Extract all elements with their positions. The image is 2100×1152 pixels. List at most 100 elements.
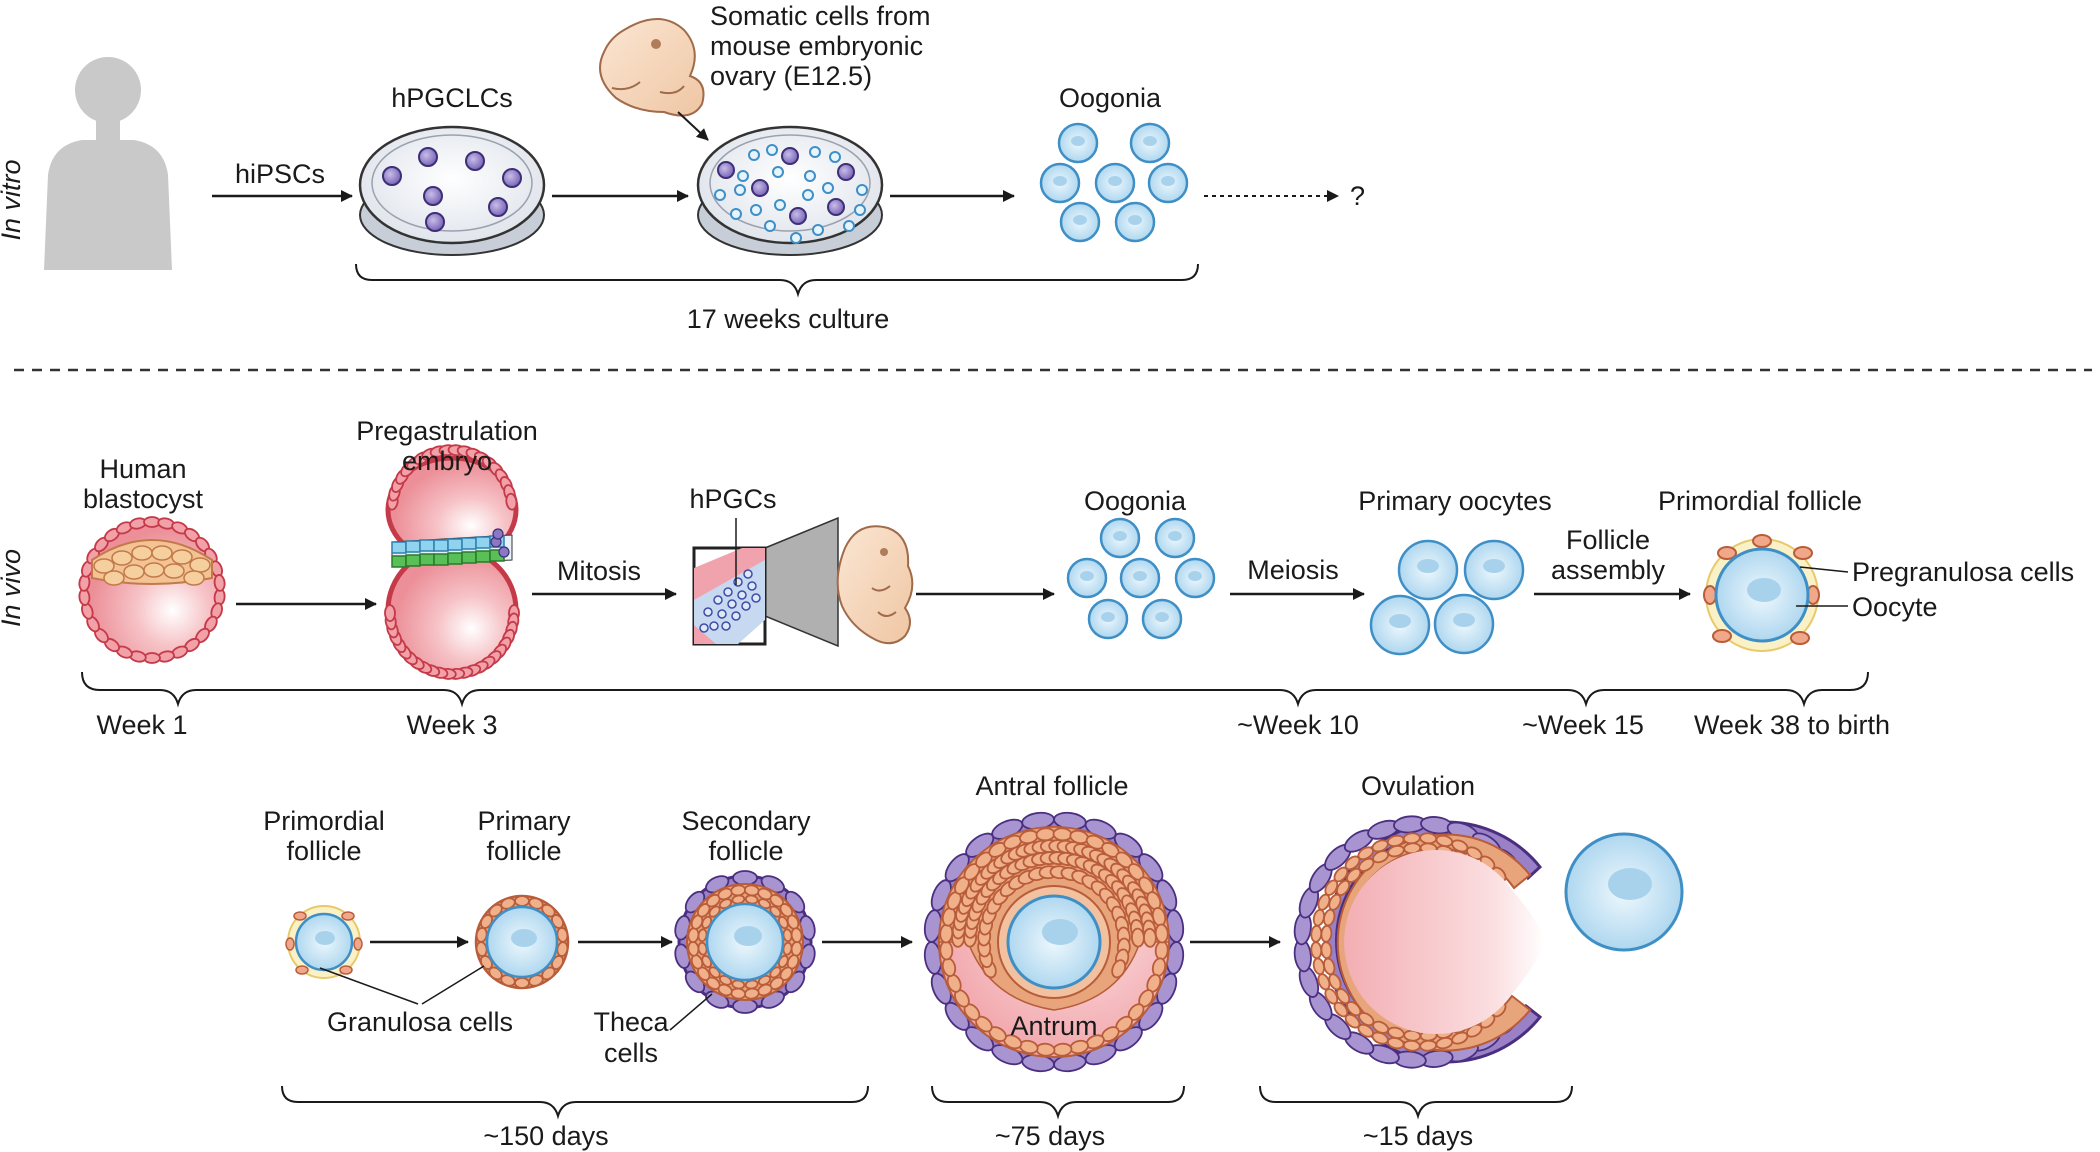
blastocyst-label-line2: blastocyst bbox=[83, 484, 204, 514]
primary-label-line2: follicle bbox=[486, 836, 561, 866]
hipscs-label: hiPSCs bbox=[235, 159, 325, 189]
cell bbox=[1310, 924, 1323, 943]
cell bbox=[939, 923, 954, 944]
cell bbox=[514, 895, 530, 907]
cell bbox=[1402, 1039, 1421, 1052]
human-embryo-icon bbox=[836, 525, 914, 645]
granulosa-leader-left bbox=[319, 967, 419, 1005]
days-150-label: ~150 days bbox=[483, 1121, 608, 1151]
petri-dish-coculture bbox=[696, 125, 884, 256]
released-oocyte bbox=[1564, 832, 1684, 952]
oogonia-nuclei-in-vivo bbox=[1080, 531, 1202, 622]
cell bbox=[1052, 827, 1073, 842]
primordial-follicle-in-vivo bbox=[1703, 534, 1820, 652]
cell bbox=[514, 977, 530, 989]
ovulation-label: Ovulation bbox=[1361, 771, 1475, 801]
primary-oocytes-cluster bbox=[1369, 539, 1525, 656]
cell bbox=[1419, 832, 1438, 845]
pregast-label-line1: Pregastrulation bbox=[356, 416, 538, 446]
week38-label: Week 38 to birth bbox=[1694, 710, 1890, 740]
pregranulosa-label: Pregranulosa cells bbox=[1852, 557, 2074, 587]
brace-17-weeks bbox=[355, 263, 1199, 298]
cell bbox=[1402, 832, 1421, 845]
petri-dish-hpgclcs bbox=[358, 125, 546, 256]
secondary-follicle bbox=[674, 870, 816, 1014]
granulosa-leader-right bbox=[421, 965, 485, 1005]
theca-label-line2: cells bbox=[604, 1038, 658, 1068]
somatic-label-line1: Somatic cells from bbox=[710, 1, 931, 31]
hpgcs-inset bbox=[692, 516, 839, 648]
week15-label: ~Week 15 bbox=[1522, 710, 1644, 740]
primordial-follicle-small bbox=[285, 905, 363, 979]
primary-oocytes-label: Primary oocytes bbox=[1358, 486, 1552, 516]
cell bbox=[1130, 927, 1145, 948]
timeline-brace-in-vivo bbox=[81, 671, 1869, 708]
theca-label-line1: Theca bbox=[593, 1007, 669, 1037]
cell bbox=[384, 604, 396, 622]
ovulating-follicle bbox=[1293, 815, 1545, 1069]
cell bbox=[1320, 924, 1333, 943]
in-vitro-label: In vitro bbox=[0, 159, 26, 240]
somatic-label-line2: mouse embryonic bbox=[710, 31, 923, 61]
mitosis-label: Mitosis bbox=[557, 556, 641, 586]
pregast-label-line2: embryo bbox=[402, 446, 492, 476]
cell bbox=[732, 998, 758, 1014]
primordial-label-line2: follicle bbox=[286, 836, 361, 866]
cell bbox=[1320, 941, 1333, 960]
brace-75-days bbox=[931, 1085, 1185, 1120]
cell bbox=[1142, 927, 1157, 948]
cell bbox=[1154, 923, 1169, 944]
oogonia-nuclei-in-vitro bbox=[1053, 136, 1175, 225]
blastocyst-label-line1: Human bbox=[99, 454, 186, 484]
cell bbox=[213, 574, 226, 592]
antral-follicle-label: Antral follicle bbox=[975, 771, 1128, 801]
arrow-somatic-to-dish bbox=[677, 111, 709, 141]
primary-oocytes-nuclei bbox=[1389, 559, 1505, 628]
cell bbox=[505, 492, 518, 511]
theca-leader bbox=[669, 993, 713, 1031]
meiosis-label: Meiosis bbox=[1247, 555, 1339, 585]
primary-follicle bbox=[474, 894, 570, 990]
cell bbox=[1310, 941, 1323, 960]
oogonia-label-in-vitro: Oogonia bbox=[1059, 83, 1162, 113]
follicle-assembly-line1: Follicle bbox=[1566, 525, 1650, 555]
human-silhouette-icon bbox=[44, 57, 172, 270]
cell bbox=[1154, 940, 1169, 961]
cell bbox=[939, 940, 954, 961]
week1-label: Week 1 bbox=[96, 710, 187, 740]
days-75-label: ~75 days bbox=[995, 1121, 1105, 1151]
somatic-label-line3: ovary (E12.5) bbox=[710, 61, 872, 91]
primary-label-line1: Primary bbox=[478, 806, 571, 836]
oogonia-label-in-vivo: Oogonia bbox=[1084, 486, 1187, 516]
cell bbox=[1035, 1042, 1056, 1057]
granulosa-label: Granulosa cells bbox=[327, 1007, 513, 1037]
in-vivo-label: In vivo bbox=[0, 549, 26, 627]
mouse-embryo-icon bbox=[599, 18, 705, 117]
culture-duration-label: 17 weeks culture bbox=[687, 304, 890, 334]
secondary-label-line2: follicle bbox=[708, 836, 783, 866]
antral-follicle bbox=[923, 811, 1185, 1073]
follicle-assembly-line2: assembly bbox=[1551, 555, 1666, 585]
hpgclcs-label: hPGCLCs bbox=[391, 83, 513, 113]
brace-15-days bbox=[1259, 1085, 1573, 1120]
oocyte-label: Oocyte bbox=[1852, 592, 1938, 622]
brace-150-days bbox=[281, 1085, 869, 1120]
cell bbox=[1035, 827, 1056, 842]
human-blastocyst bbox=[78, 516, 226, 664]
pregastrulation-embryo bbox=[384, 444, 520, 680]
antrum-label: Antrum bbox=[1010, 1011, 1097, 1041]
hpgcs-label: hPGCs bbox=[689, 484, 776, 514]
days-15-label: ~15 days bbox=[1363, 1121, 1473, 1151]
week10-label: ~Week 10 bbox=[1237, 710, 1359, 740]
cell bbox=[1111, 959, 1127, 979]
question-mark: ? bbox=[1350, 181, 1365, 211]
week3-label: Week 3 bbox=[406, 710, 497, 740]
primordial-label-line1: Primordial bbox=[263, 806, 385, 836]
pregranulosa-leader bbox=[1799, 566, 1849, 573]
cell bbox=[732, 870, 758, 886]
cell bbox=[1419, 1039, 1438, 1052]
cell bbox=[1052, 1042, 1073, 1057]
primordial-follicle-title: Primordial follicle bbox=[1658, 486, 1862, 516]
secondary-label-line1: Secondary bbox=[681, 806, 811, 836]
